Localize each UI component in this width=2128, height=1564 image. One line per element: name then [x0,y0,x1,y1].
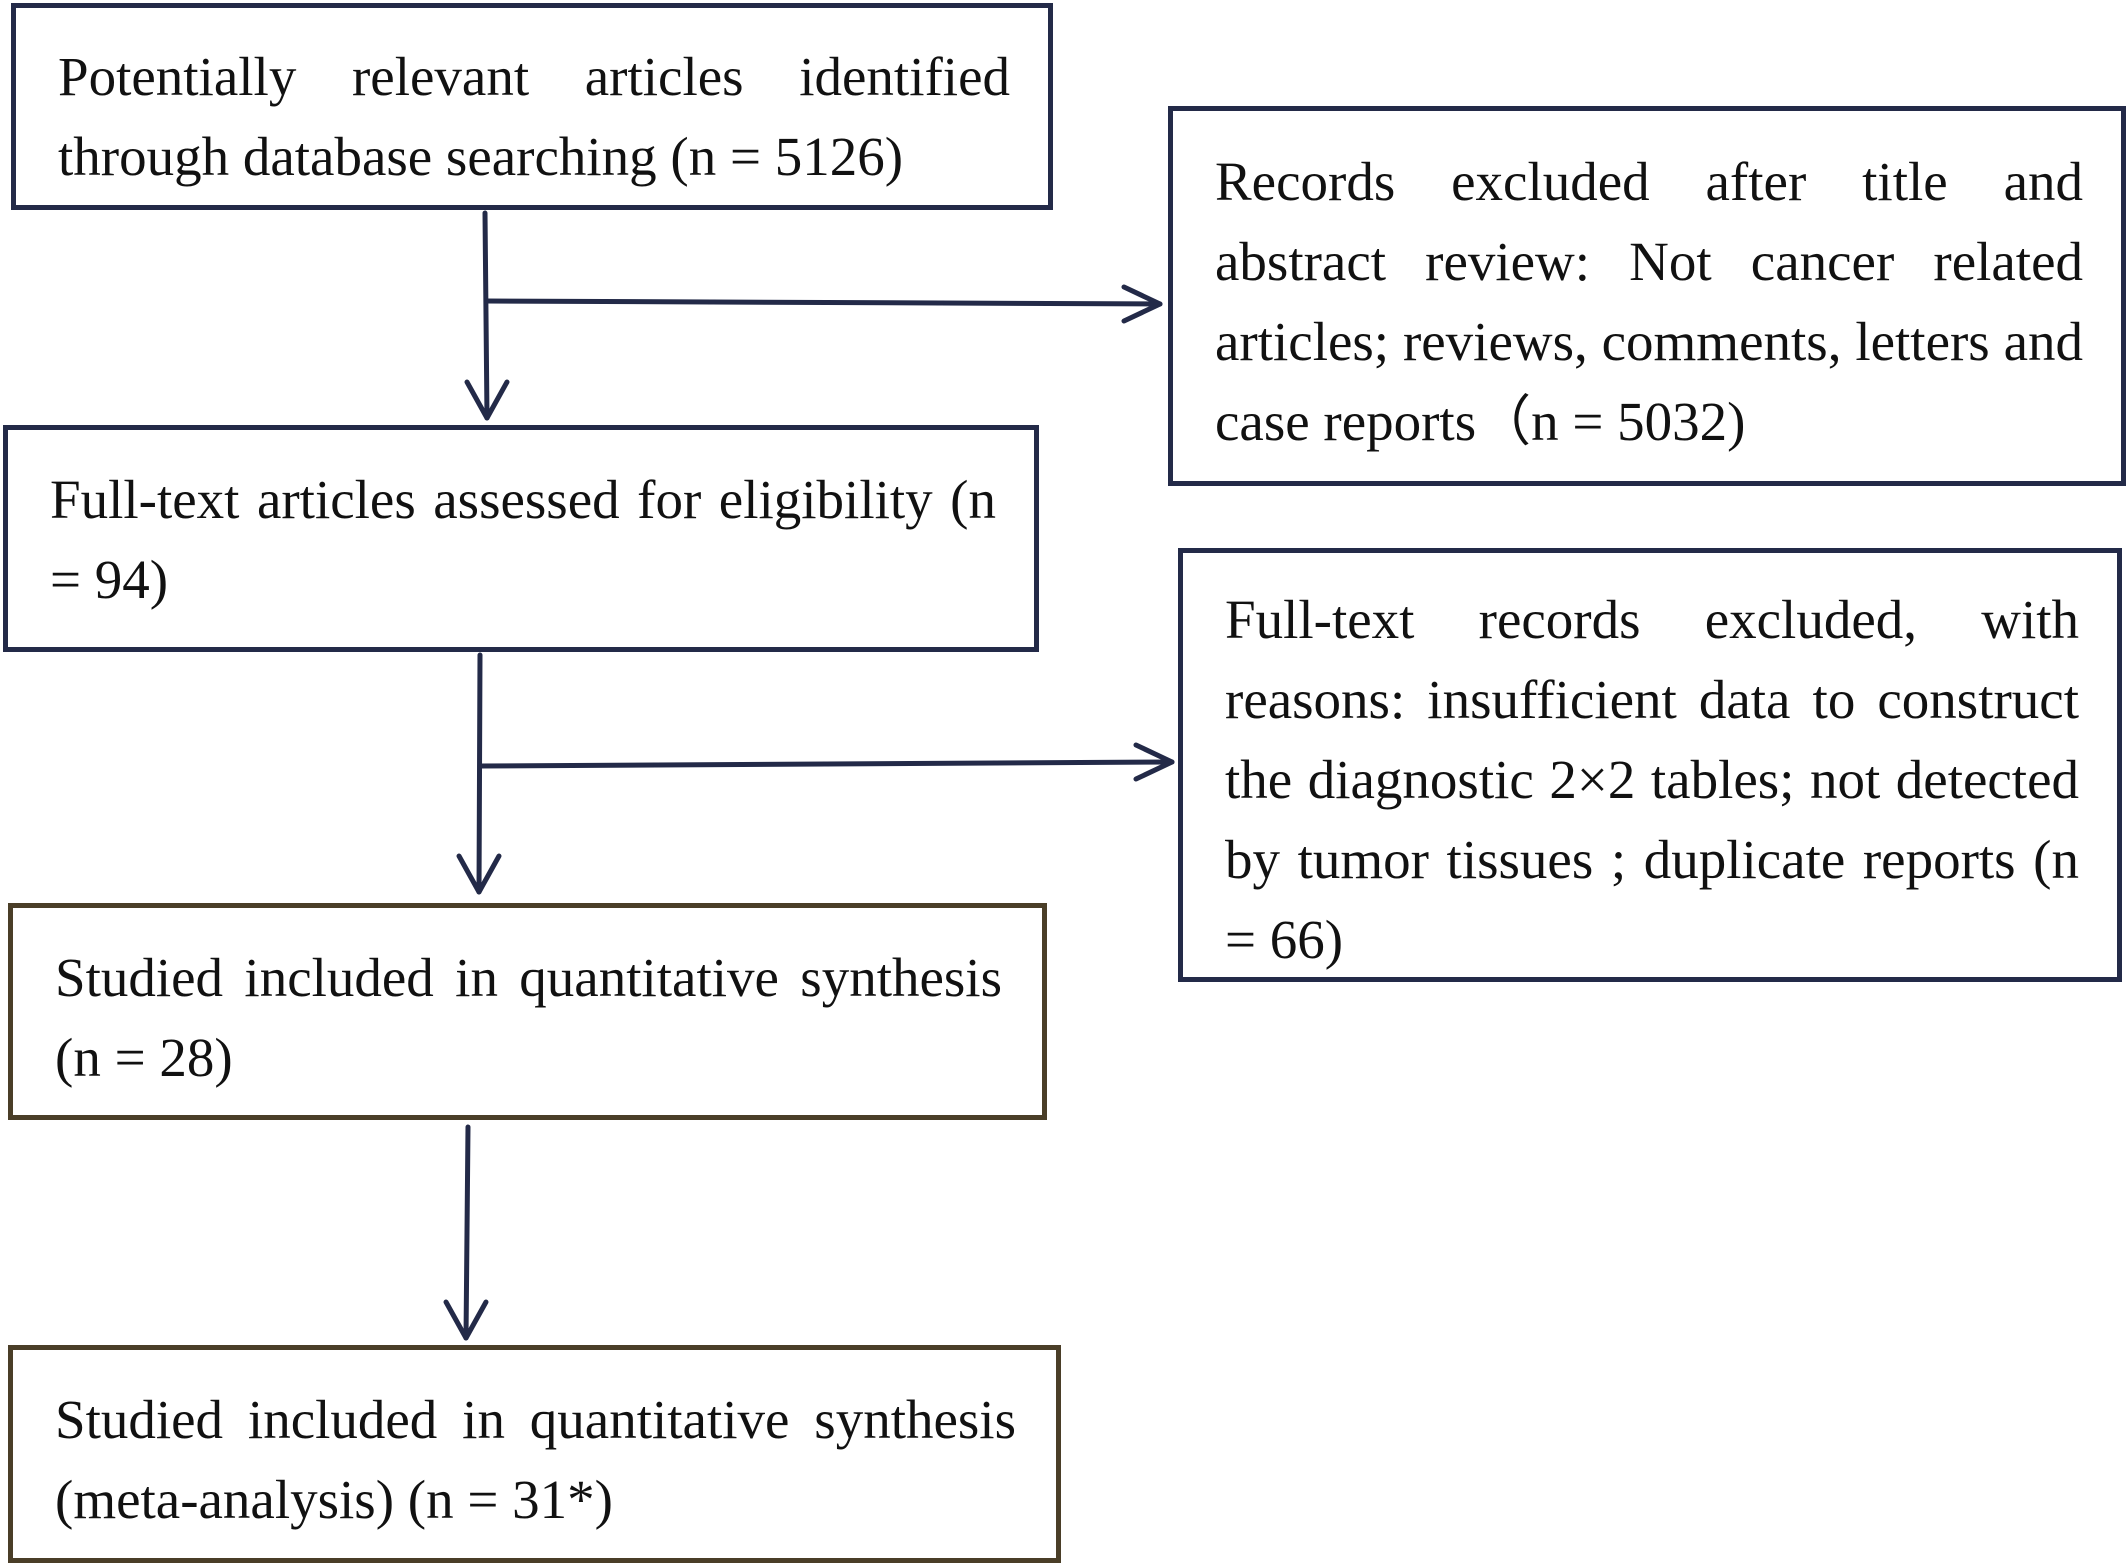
arrow-studied-to-meta [463,1124,471,1341]
arrow-branch-title-exclusion [483,298,1163,307]
quantitative-synthesis-box: Studied included in quantitative synthes… [8,903,1047,1120]
meta-analysis-box: Studied included in quantitative synthes… [8,1345,1061,1563]
fulltext-exclusion-box: Full-text records excluded, with reasons… [1178,548,2122,982]
arrow-fulltext-to-studied [476,652,483,895]
fulltext-assessed-text: Full-text articles assessed for eligibil… [50,469,996,610]
arrowhead-fulltext [464,379,510,421]
arrowhead-title-exclusion [1121,284,1163,324]
title-abstract-exclusion-box: Records excluded after title and abstrac… [1168,106,2126,486]
identified-records-box: Potentially relevant articles identified… [11,3,1053,210]
title-abstract-exclusion-text: Records excluded after title and abstrac… [1215,151,2083,452]
arrowhead-meta [443,1299,489,1341]
arrowhead-fulltext-exclusion [1133,742,1175,782]
identified-records-text: Potentially relevant articles identified… [58,46,1010,187]
fulltext-assessed-box: Full-text articles assessed for eligibil… [3,425,1039,652]
arrow-branch-fulltext-exclusion [477,759,1175,769]
quantitative-synthesis-text: Studied included in quantitative synthes… [55,947,1002,1088]
fulltext-exclusion-text: Full-text records excluded, with reasons… [1225,589,2079,970]
arrowhead-studied [456,853,502,895]
meta-analysis-text: Studied included in quantitative synthes… [55,1389,1016,1530]
arrow-identified-to-fulltext [482,210,490,421]
